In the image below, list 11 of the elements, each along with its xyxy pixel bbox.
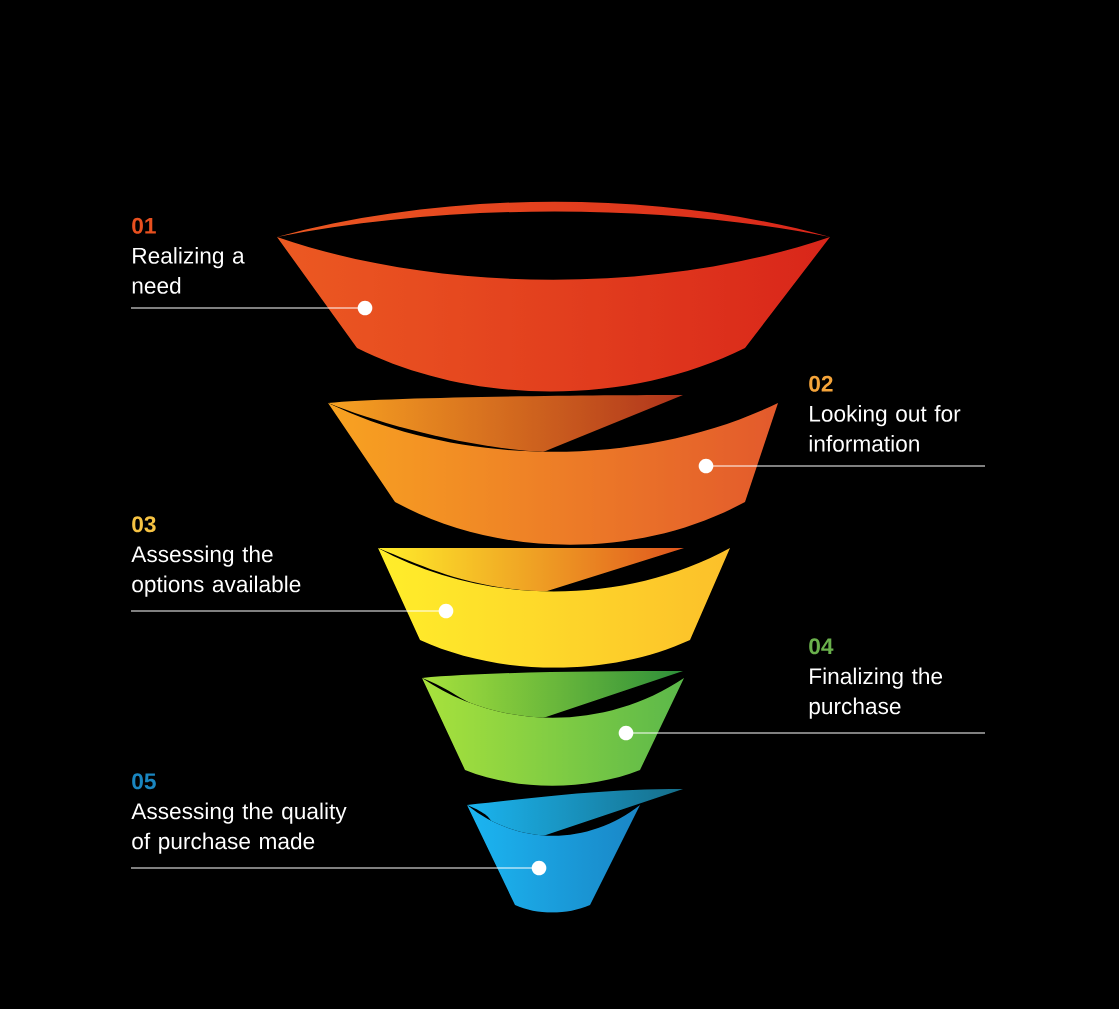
step-label: 03 Assessing the options available <box>131 516 301 597</box>
step-label: 01 Realizing a need <box>132 217 245 294</box>
leader-line <box>130 603 454 619</box>
leader-line <box>130 860 547 876</box>
leader-line <box>618 725 986 741</box>
step-label: 02 Looking out for information <box>809 375 961 452</box>
funnel-band <box>467 789 683 913</box>
step-label: 04 Finalizing the purchase <box>809 638 943 719</box>
leader-line <box>130 300 373 316</box>
leader-line <box>698 458 986 474</box>
step-label: 05 Assessing the quality of purchase made <box>131 773 347 854</box>
